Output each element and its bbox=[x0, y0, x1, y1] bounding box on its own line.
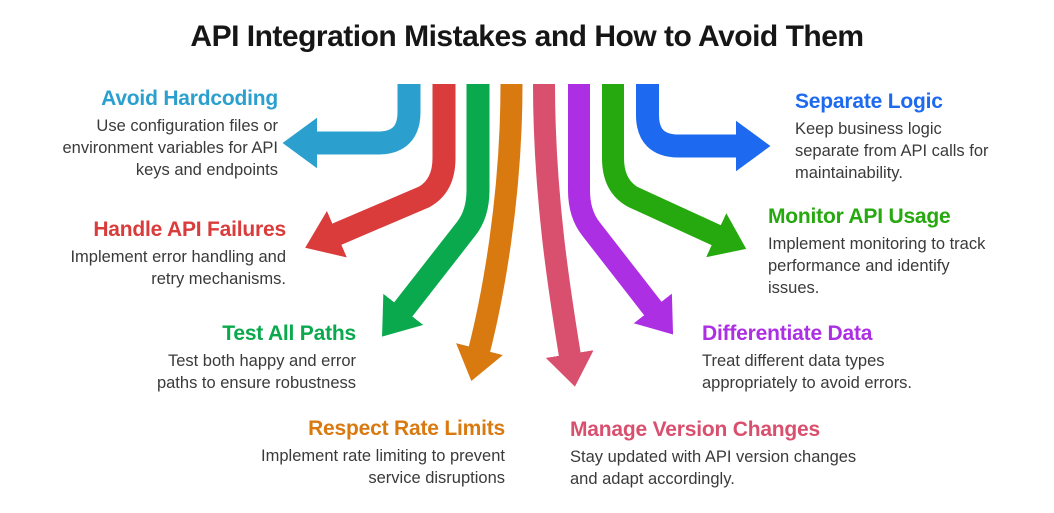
topic-title: Avoid Hardcoding bbox=[101, 87, 278, 110]
topic-description: Implement monitoring to track performanc… bbox=[768, 235, 986, 297]
topic-description: Stay updated with API version changes an… bbox=[570, 448, 857, 488]
topic-description: Implement error handling and retry mecha… bbox=[70, 248, 286, 288]
topic-block-avoid-hardcoding: Avoid Hardcoding Use configuration files… bbox=[6, 86, 278, 181]
topic-block-differentiate-data: Differentiate Data Treat different data … bbox=[702, 321, 1017, 394]
topic-block-handle-api-failures: Handle API Failures Implement error hand… bbox=[24, 217, 286, 290]
topic-title: Test All Paths bbox=[222, 322, 356, 345]
topic-description: Use configuration files or environment v… bbox=[62, 117, 278, 179]
arrow-separate-logic bbox=[636, 84, 771, 172]
arrow-differentiate-data bbox=[568, 84, 674, 335]
topic-block-monitor-api-usage: Monitor API Usage Implement monitoring t… bbox=[768, 204, 1054, 299]
topic-title: Differentiate Data bbox=[702, 322, 873, 345]
topic-description: Keep business logic separate from API ca… bbox=[795, 120, 989, 182]
topic-title: Respect Rate Limits bbox=[308, 417, 505, 440]
topic-title: Monitor API Usage bbox=[768, 205, 951, 228]
topic-description: Treat different data types appropriately… bbox=[702, 352, 913, 392]
arrow-handle-api-failures bbox=[305, 84, 456, 258]
topic-title: Handle API Failures bbox=[93, 218, 286, 241]
arrow-monitor-api-usage bbox=[602, 84, 747, 258]
topic-block-separate-logic: Separate Logic Keep business logic separ… bbox=[795, 89, 1054, 184]
topic-title: Separate Logic bbox=[795, 90, 943, 113]
arrow-test-all-paths bbox=[382, 84, 490, 337]
topic-block-respect-rate-limits: Respect Rate Limits Implement rate limit… bbox=[203, 416, 505, 489]
topic-title: Manage Version Changes bbox=[570, 418, 821, 441]
topic-description: Test both happy and error paths to ensur… bbox=[156, 352, 356, 392]
topic-description: Implement rate limiting to prevent servi… bbox=[261, 447, 505, 487]
topic-block-test-all-paths: Test All Paths Test both happy and error… bbox=[94, 321, 356, 394]
topic-block-manage-version-changes: Manage Version Changes Stay updated with… bbox=[570, 417, 910, 490]
arrow-manage-version-changes bbox=[533, 83, 594, 387]
arrow-respect-rate-limits bbox=[456, 83, 523, 382]
page-title: API Integration Mistakes and How to Avoi… bbox=[190, 20, 864, 53]
arrow-avoid-hardcoding bbox=[282, 84, 421, 169]
